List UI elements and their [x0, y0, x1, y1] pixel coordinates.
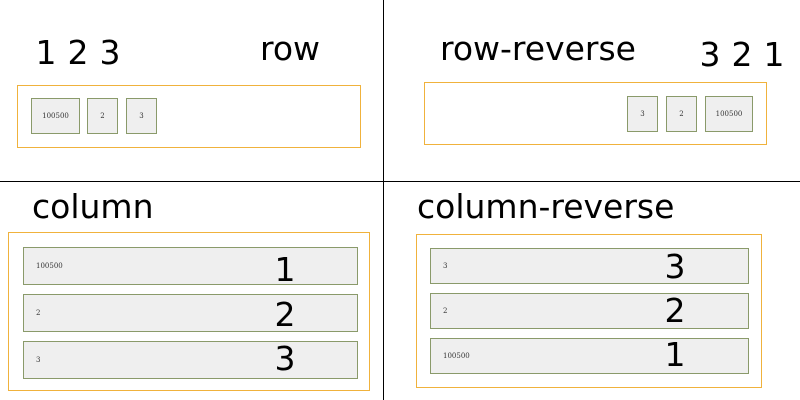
- order-number: 2: [664, 291, 686, 330]
- vertical-divider: [383, 0, 384, 400]
- order-number: 3: [699, 35, 721, 74]
- panel-title: column: [32, 187, 154, 226]
- flex-item: 2: [23, 294, 358, 332]
- flex-item: 100500: [23, 247, 358, 285]
- order-number: 2: [67, 33, 89, 72]
- panel-title: row: [260, 29, 321, 68]
- flex-container: 100500 2 3: [8, 232, 370, 391]
- order-number: 1: [274, 250, 296, 289]
- flex-item: 3: [627, 96, 658, 132]
- flex-container: 3 2 100500: [424, 82, 767, 145]
- order-number: 3: [99, 33, 121, 72]
- horizontal-divider: [0, 181, 800, 182]
- flex-item: 100500: [705, 96, 753, 132]
- flex-item: 100500: [430, 338, 749, 374]
- panel-title: row-reverse: [440, 29, 636, 68]
- flex-container: 100500 2 3: [17, 85, 361, 148]
- flex-item: 100500: [31, 98, 80, 134]
- flex-item: 2: [430, 293, 749, 329]
- flex-item: 2: [666, 96, 697, 132]
- order-number: 3: [274, 339, 296, 378]
- order-number: 1: [664, 335, 686, 374]
- flex-item: 2: [87, 98, 118, 134]
- order-number: 1: [35, 33, 57, 72]
- order-number: 2: [274, 295, 296, 334]
- flex-item: 3: [430, 248, 749, 284]
- order-number: 1: [763, 35, 785, 74]
- flex-container: 3 2 100500: [416, 234, 762, 388]
- flex-item: 3: [23, 341, 358, 379]
- flex-item: 3: [126, 98, 157, 134]
- order-number: 2: [731, 35, 753, 74]
- order-number: 3: [664, 247, 686, 286]
- panel-title: column-reverse: [417, 187, 675, 226]
